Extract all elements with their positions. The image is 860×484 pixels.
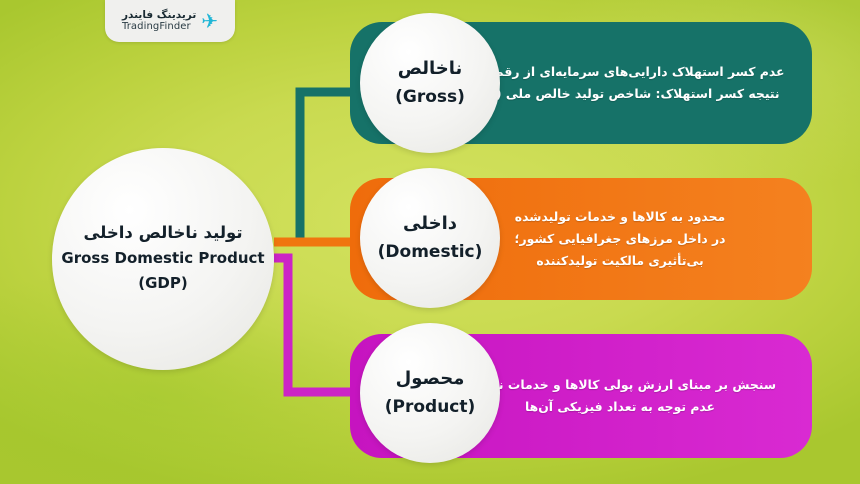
node-branch-domestic-en: (Domestic) — [377, 241, 483, 262]
node-branch-product-fa: محصول — [395, 368, 465, 389]
node-gdp-abbr: (GDP) — [138, 274, 188, 293]
brand-logo: ✈ تریدینگ فایندر TradingFinder — [105, 0, 235, 42]
branch-description-domestic: محدود به کالاها و خدمات تولیدشده در داخل… — [514, 209, 726, 268]
node-branch-gross-fa: ناخالص — [397, 58, 463, 79]
node-branch-gross-en: (Gross) — [395, 86, 465, 107]
node-branch-product-en: (Product) — [384, 396, 476, 417]
node-gdp-main: تولید ناخالص داخلی Gross Domestic Produc… — [52, 148, 274, 370]
brand-name-en: TradingFinder — [121, 21, 191, 33]
node-branch-domestic: داخلی (Domestic) — [360, 168, 500, 308]
node-branch-gross: ناخالص (Gross) — [360, 13, 500, 153]
brand-name-fa: تریدینگ فایندر — [121, 9, 197, 22]
paper-plane-icon: ✈ — [201, 9, 219, 33]
node-gdp-title-fa: تولید ناخالص داخلی — [83, 223, 243, 243]
node-branch-product: محصول (Product) — [360, 323, 500, 463]
node-branch-domestic-fa: داخلی — [403, 213, 457, 234]
node-gdp-title-en: Gross Domestic Product — [61, 248, 265, 267]
